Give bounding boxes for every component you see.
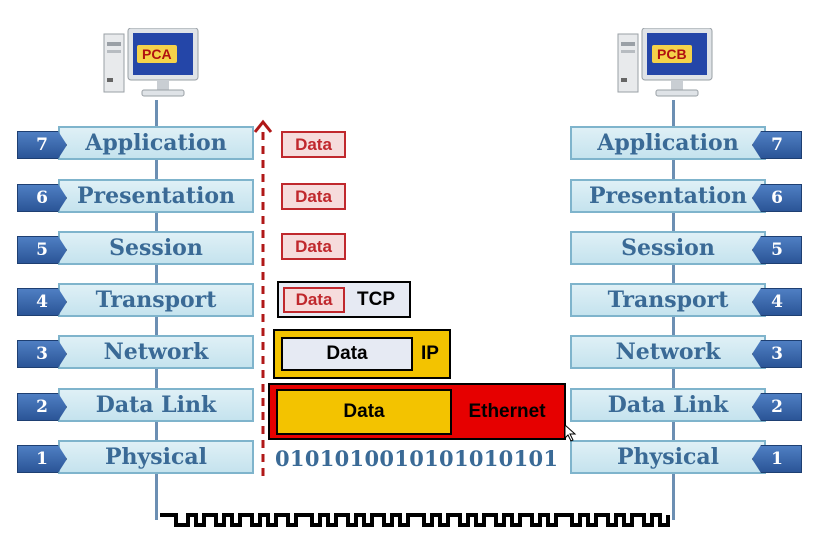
datalink-data-box: Data: [276, 389, 452, 435]
pca-label: PCA: [137, 45, 177, 63]
network-packet: Data IP: [273, 329, 451, 379]
right-layer-datalink: Data Link: [570, 388, 766, 422]
session-data-box: Data: [281, 233, 346, 260]
left-layer-number-7: 7: [17, 131, 67, 159]
left-layer-number-4: 4: [17, 288, 67, 316]
right-layer-number-4: 4: [752, 288, 802, 316]
presentation-data-box: Data: [281, 183, 346, 210]
right-layer-number-1: 1: [752, 445, 802, 473]
right-layer-number-5: 5: [752, 236, 802, 264]
upward-dashed-arrow: [253, 119, 273, 482]
right-layer-application: Application: [570, 126, 766, 160]
left-layer-number-6: 6: [17, 184, 67, 212]
physical-bits: 0101010010101010101: [275, 446, 559, 471]
left-layer-number-2: 2: [17, 393, 67, 421]
left-layer-datalink: Data Link: [58, 388, 254, 422]
right-layer-transport: Transport: [570, 283, 766, 317]
right-layer-number-7: 7: [752, 131, 802, 159]
left-layer-network: Network: [58, 335, 254, 369]
right-layer-number-6: 6: [752, 184, 802, 212]
left-layer-application: Application: [58, 126, 254, 160]
datalink-frame: Data Ethernet: [268, 383, 566, 440]
tcp-header-label: TCP: [357, 288, 395, 310]
transport-data-box: Data: [283, 287, 345, 313]
left-layer-number-1: 1: [17, 445, 67, 473]
right-layer-number-2: 2: [752, 393, 802, 421]
right-layer-physical: Physical: [570, 440, 766, 474]
left-layer-number-5: 5: [17, 236, 67, 264]
application-data-box: Data: [281, 131, 346, 158]
left-layer-transport: Transport: [58, 283, 254, 317]
left-layer-number-3: 3: [17, 340, 67, 368]
right-layer-network: Network: [570, 335, 766, 369]
pca-computer-icon: [102, 27, 202, 100]
pcb-label: PCB: [652, 45, 692, 63]
mouse-cursor-icon: [564, 424, 577, 442]
pcb-computer-icon: [616, 27, 716, 100]
square-wave-signal: [160, 513, 670, 527]
right-layer-session: Session: [570, 231, 766, 265]
right-layer-number-3: 3: [752, 340, 802, 368]
right-layer-presentation: Presentation: [570, 179, 766, 213]
network-data-box: Data: [281, 337, 413, 371]
left-layer-physical: Physical: [58, 440, 254, 474]
ip-header-label: IP: [421, 343, 439, 364]
left-layer-presentation: Presentation: [58, 179, 254, 213]
left-layer-session: Session: [58, 231, 254, 265]
ethernet-header-label: Ethernet: [468, 400, 546, 422]
transport-segment: Data TCP: [277, 281, 411, 318]
